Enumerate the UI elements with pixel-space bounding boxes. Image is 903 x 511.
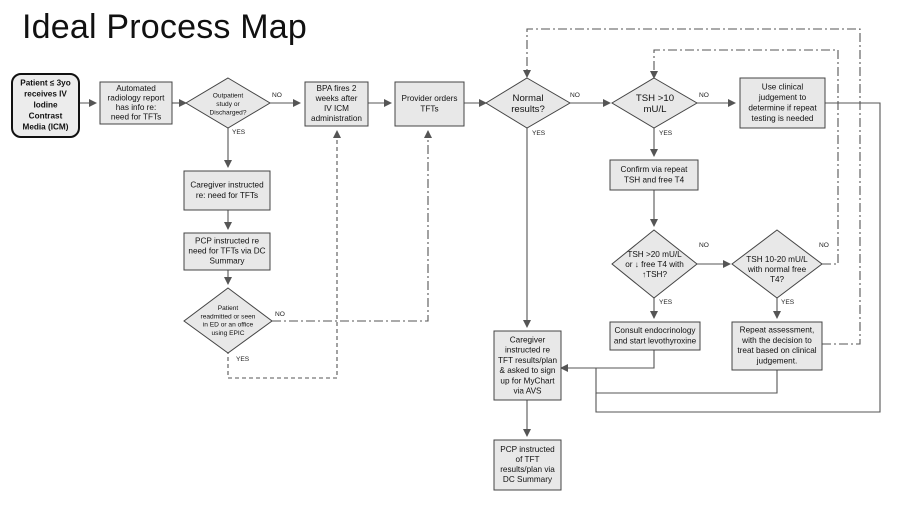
edge-repeat-to-caregiver-results xyxy=(595,368,778,394)
edge-consult-to-caregiver-results xyxy=(560,350,655,372)
edge-label-tsh10-yes: YES xyxy=(659,130,673,137)
page-title: Ideal Process Map xyxy=(22,8,307,46)
edge-label-normal-no: NO xyxy=(570,92,580,99)
edge-label-tsh10-no: NO xyxy=(699,92,709,99)
edge-clinical-to-caregiver-results xyxy=(595,102,881,413)
edge-readmitted-no-to-provider xyxy=(272,130,432,322)
edge-label-readmitted-no: NO xyxy=(275,311,285,318)
edge-label-normal-yes: YES xyxy=(532,130,546,137)
edge-labels: NO YES NO YES NO YES NO YES NO YES NO YE… xyxy=(232,92,829,363)
edge-label-tsh20-no: NO xyxy=(699,242,709,249)
edge-readmitted-yes-to-bpa xyxy=(227,130,341,379)
edge-label-outpatient-no: NO xyxy=(272,92,282,99)
edge-label-tsh1020-no: NO xyxy=(819,242,829,249)
edge-label-tsh20-yes: YES xyxy=(659,299,673,306)
edges xyxy=(79,28,881,437)
edge-label-outpatient-yes: YES xyxy=(232,129,246,136)
edge-label-tsh1020-yes: YES xyxy=(781,299,795,306)
edge-label-readmitted-yes: YES xyxy=(236,356,250,363)
edge-tsh1020-no-loop-to-normal xyxy=(650,49,839,265)
edge-repeat-loop-to-normal xyxy=(523,28,861,345)
